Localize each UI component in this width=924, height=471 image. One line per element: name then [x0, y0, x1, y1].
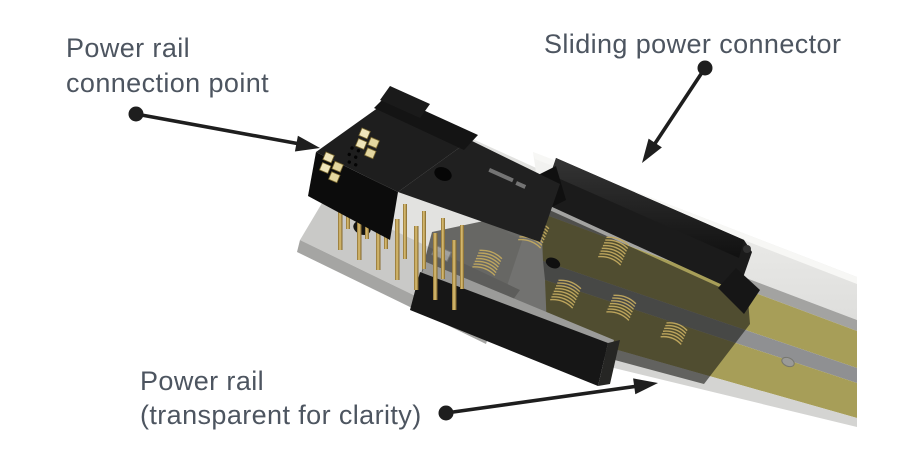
connector-print-marks [488, 168, 527, 189]
connector-pin-hole-dots [347, 146, 361, 167]
arrow-head [633, 378, 658, 395]
slider-top-bar-right-wedge [718, 268, 760, 314]
rail-mount-hole [781, 356, 795, 368]
connector-pin [441, 218, 445, 279]
slider-plate-hole [545, 257, 561, 269]
connector-right-face [398, 140, 560, 242]
slider-bottom-bar-end-face [598, 340, 620, 386]
connector-pin [433, 233, 438, 300]
connector-pin [460, 225, 464, 289]
slider-top-bar-top-face [551, 158, 744, 258]
arrow-connection-point [128, 106, 320, 152]
arrow-shaft [445, 384, 639, 415]
slider-bottom-bar [410, 272, 608, 386]
arrow-power-rail [438, 378, 658, 421]
label-power-rail-line1: Power rail [140, 366, 264, 396]
connector-pin [338, 198, 343, 250]
label-connection-point-line1: Power rail [66, 33, 190, 63]
connector-pin [395, 219, 400, 280]
arrow-shaft [135, 112, 301, 146]
connector-pin [403, 204, 407, 259]
arrow-shaft [650, 67, 707, 149]
arrow-head [642, 138, 662, 163]
annotation-arrows [128, 60, 713, 421]
slider-bar-screw [743, 245, 751, 253]
connector-pin [422, 211, 426, 269]
connector-pin [414, 226, 419, 290]
connector-contact-pads-lower [318, 151, 344, 184]
connector-pin [452, 240, 457, 310]
label-sliding-connector: Sliding power connector [544, 29, 841, 59]
sliding-power-connector [410, 158, 760, 386]
connector-face-hole [434, 167, 452, 181]
label-connection-point-line2: connection point [66, 68, 269, 98]
label-power-rail-line2: (transparent for clarity) [140, 400, 422, 430]
connector-contact-pads-upper [354, 127, 380, 160]
connector-top-tab [380, 86, 430, 118]
connector-pin [357, 205, 362, 260]
arrow-sliding-connector [642, 60, 713, 163]
connector-pin [376, 212, 381, 270]
arrow-head [294, 135, 320, 152]
connector-pins-front-row [338, 198, 457, 310]
slider-plate [420, 208, 750, 384]
annotation-labels: Power rail connection point Sliding powe… [66, 29, 841, 430]
power-rail-connection-point-connector [308, 86, 560, 310]
